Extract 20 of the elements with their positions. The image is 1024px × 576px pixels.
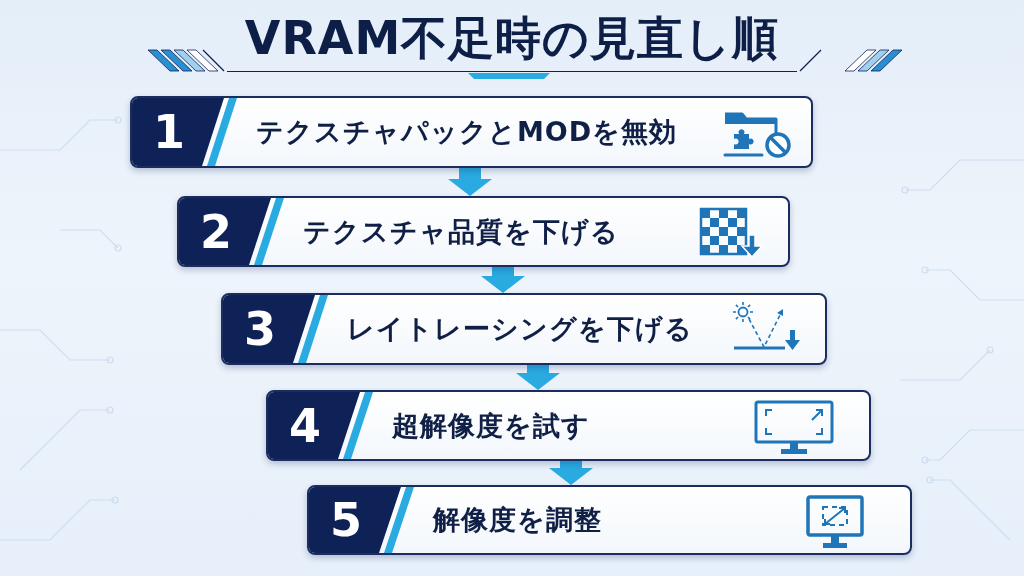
step-number-panel: 2: [179, 198, 285, 265]
down-arrow: [516, 365, 560, 390]
step-box: [266, 390, 871, 461]
step-label: 超解像度を試す: [392, 408, 590, 443]
step-number-panel: 4: [268, 392, 374, 459]
step-label: 解像度を調整: [433, 503, 602, 537]
step-number-panel: 5: [309, 487, 415, 553]
step-box: [221, 293, 827, 365]
step-number-panel: 3: [223, 295, 329, 363]
step-box: [177, 196, 790, 267]
title: VRAM不足時の見直し順: [227, 11, 797, 72]
step-label: レイトレーシングを下げる: [347, 312, 693, 346]
step-box: [130, 96, 813, 168]
step-label: テクスチャパックとMODを無効: [256, 115, 678, 149]
step-box: [307, 485, 912, 555]
down-arrow: [448, 168, 492, 196]
down-arrow: [549, 461, 593, 485]
step-label: テクスチャ品質を下げる: [303, 214, 619, 249]
down-arrow: [481, 267, 525, 293]
step-number-panel: 1: [132, 98, 238, 166]
